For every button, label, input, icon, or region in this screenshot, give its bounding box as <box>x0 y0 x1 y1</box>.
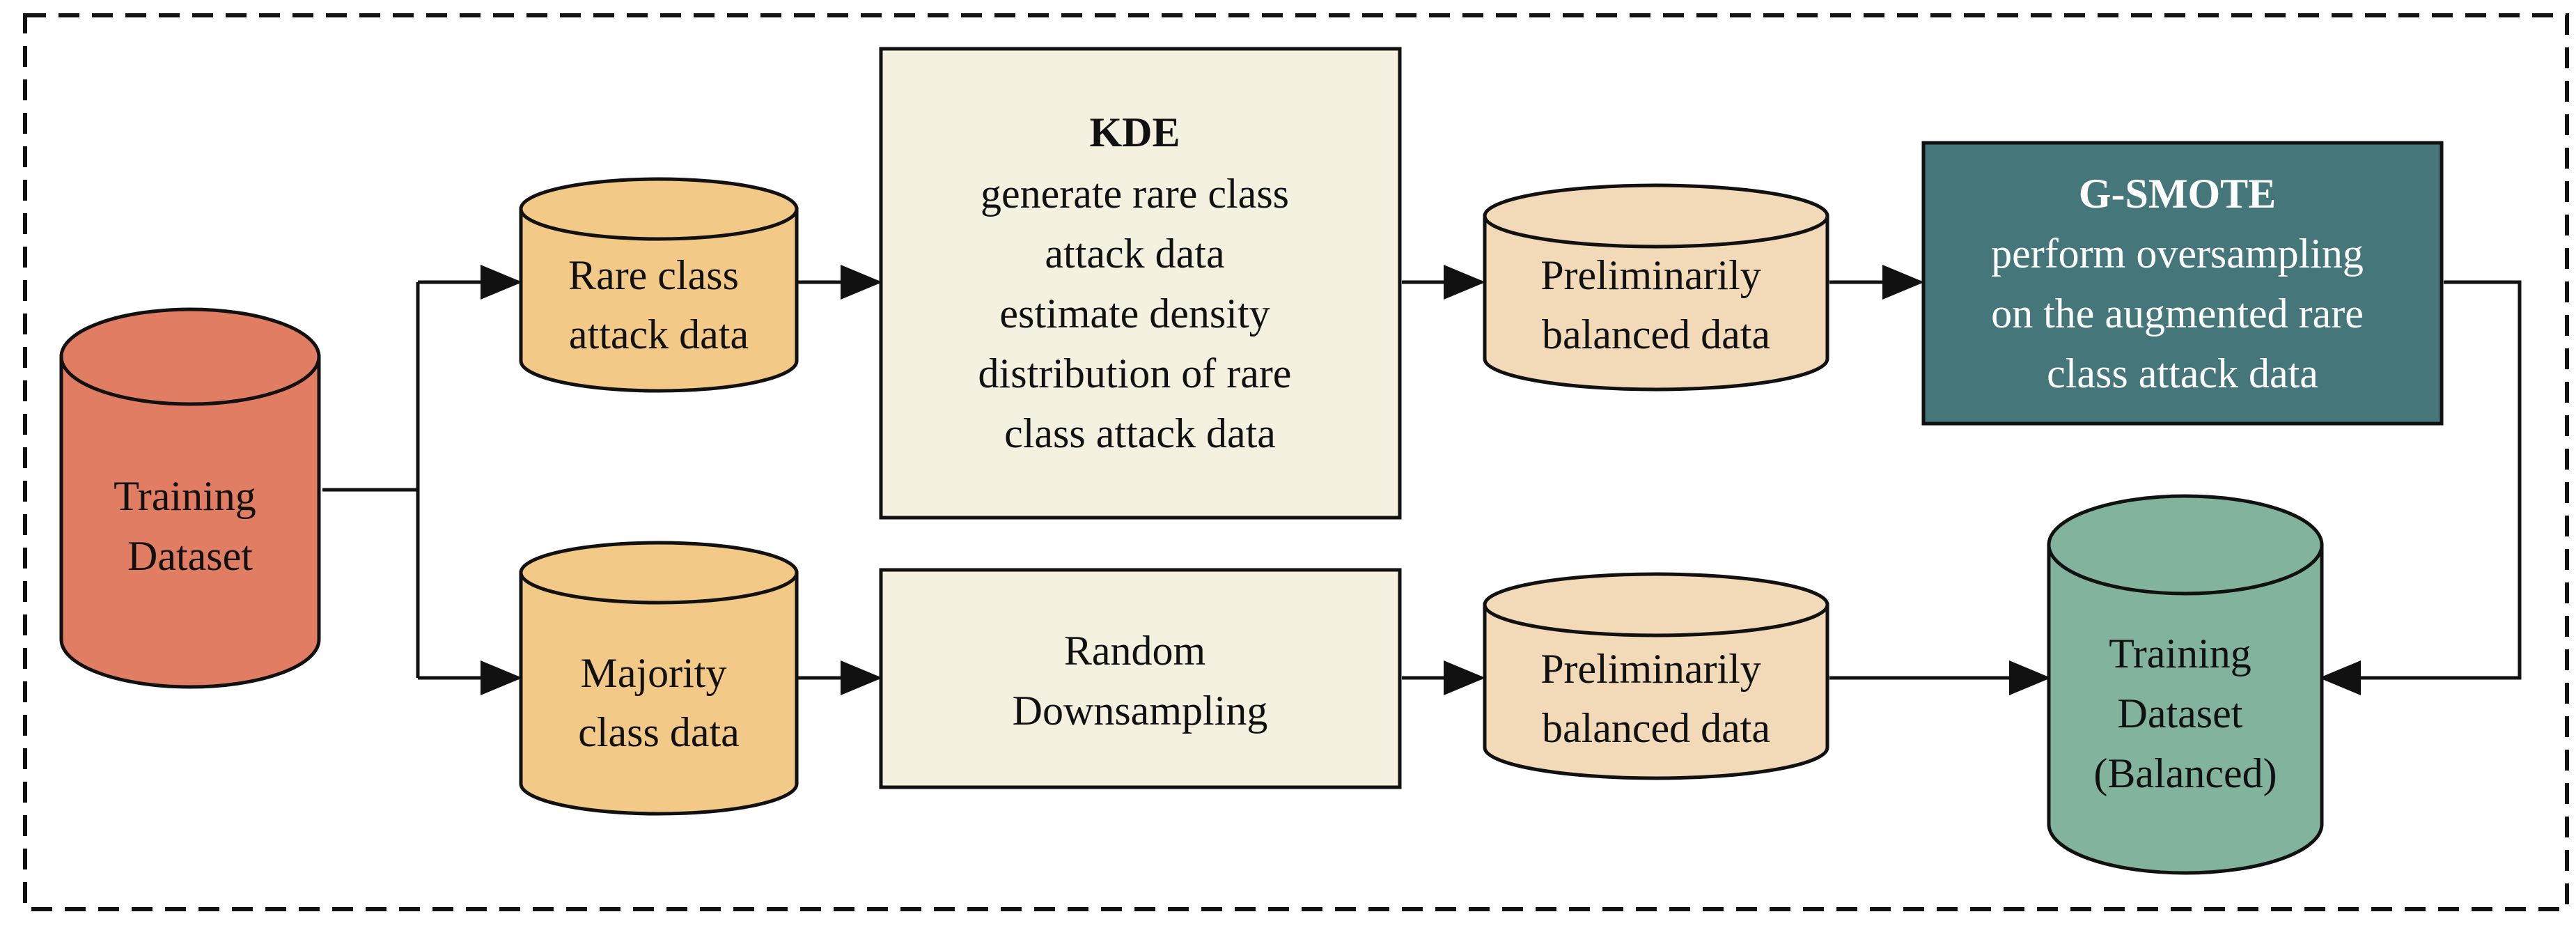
kde-line-5: class attack data <box>1004 410 1276 456</box>
rare-class-line-1: Rare class <box>568 252 739 298</box>
gsmote-line-3: class attack data <box>2047 350 2318 396</box>
balanced-dataset-line-3: (Balanced) <box>2093 750 2277 796</box>
kde-title: KDE <box>1089 109 1180 155</box>
rare-class-label: Rare class attack data <box>568 252 749 357</box>
training-dataset-top <box>59 307 321 406</box>
kde-label: KDE generate rare class attack data esti… <box>978 109 1302 456</box>
kde-line-3: estimate density <box>999 291 1270 337</box>
prelim-bottom-top <box>1483 572 1829 637</box>
majority-class-body <box>519 571 799 816</box>
balanced-dataset-top <box>2047 494 2324 596</box>
random-downsampling-box: Random Downsampling <box>879 568 1402 789</box>
prelim-top-body <box>1483 214 1829 392</box>
kde-line-2: attack data <box>1045 231 1224 277</box>
prelim-top-cylinder: Preliminarily balanced data <box>1483 183 1829 392</box>
gsmote-title: G-SMOTE <box>2079 171 2276 217</box>
prelim-bottom-line-1: Preliminarily <box>1540 646 1761 692</box>
gsmote-label: G-SMOTE perform oversampling on the augm… <box>1991 171 2374 396</box>
prelim-top-line-1: Preliminarily <box>1540 252 1761 298</box>
prelim-top-line-2: balanced data <box>1542 311 1770 357</box>
gsmote-line-2: on the augmented rare <box>1991 291 2364 337</box>
majority-class-line-1: Majority <box>581 650 727 696</box>
gsmote-box-rect <box>1921 141 2444 426</box>
gsmote-line-1: perform oversampling <box>1991 231 2364 277</box>
majority-class-top <box>519 541 799 605</box>
connectors <box>322 265 2522 695</box>
rare-class-top <box>519 177 799 241</box>
majority-class-label: Majority class data <box>578 650 740 755</box>
kde-box-rect <box>879 47 1402 520</box>
prelim-bottom-body <box>1483 603 1829 780</box>
kde-line-4: distribution of rare <box>978 350 1292 396</box>
arrow-gsmote-to-balanced <box>2319 280 2522 695</box>
random-downsampling-line-2: Downsampling <box>1013 688 1268 734</box>
prelim-bottom-label: Preliminarily balanced data <box>1540 646 1772 751</box>
majority-class-cylinder: Majority class data <box>519 541 799 816</box>
balanced-dataset-body <box>2047 543 2324 875</box>
training-dataset-body <box>59 355 321 689</box>
training-dataset-cylinder: Training Dataset <box>59 307 321 689</box>
training-dataset-label: Training Dataset <box>114 473 267 579</box>
balanced-dataset-line-2: Dataset <box>2118 690 2243 736</box>
prelim-bottom-cylinder: Preliminarily balanced data <box>1483 572 1829 780</box>
balanced-dataset-cylinder: Training Dataset (Balanced) <box>2047 494 2324 875</box>
random-downsampling-label: Random Downsampling <box>1013 628 1268 734</box>
balanced-dataset-line-1: Training <box>2109 631 2251 676</box>
balanced-dataset-label: Training Dataset (Balanced) <box>2093 631 2277 796</box>
rare-class-line-2: attack data <box>569 311 749 357</box>
training-dataset-line-2: Dataset <box>127 533 253 579</box>
random-downsampling-rect <box>879 568 1402 789</box>
prelim-top-label: Preliminarily balanced data <box>1540 252 1772 357</box>
kde-line-1: generate rare class <box>981 171 1289 217</box>
prelim-bottom-line-2: balanced data <box>1542 705 1770 751</box>
dashed-frame <box>23 13 2569 911</box>
majority-class-line-2: class data <box>578 709 740 755</box>
rare-class-body <box>519 207 799 393</box>
rare-class-cylinder: Rare class attack data <box>519 177 799 393</box>
gsmote-box: G-SMOTE perform oversampling on the augm… <box>1921 141 2444 426</box>
training-dataset-line-1: Training <box>114 473 256 519</box>
prelim-top-top <box>1483 183 1829 249</box>
kde-box: KDE generate rare class attack data esti… <box>879 47 1402 520</box>
random-downsampling-line-1: Random <box>1064 628 1205 674</box>
